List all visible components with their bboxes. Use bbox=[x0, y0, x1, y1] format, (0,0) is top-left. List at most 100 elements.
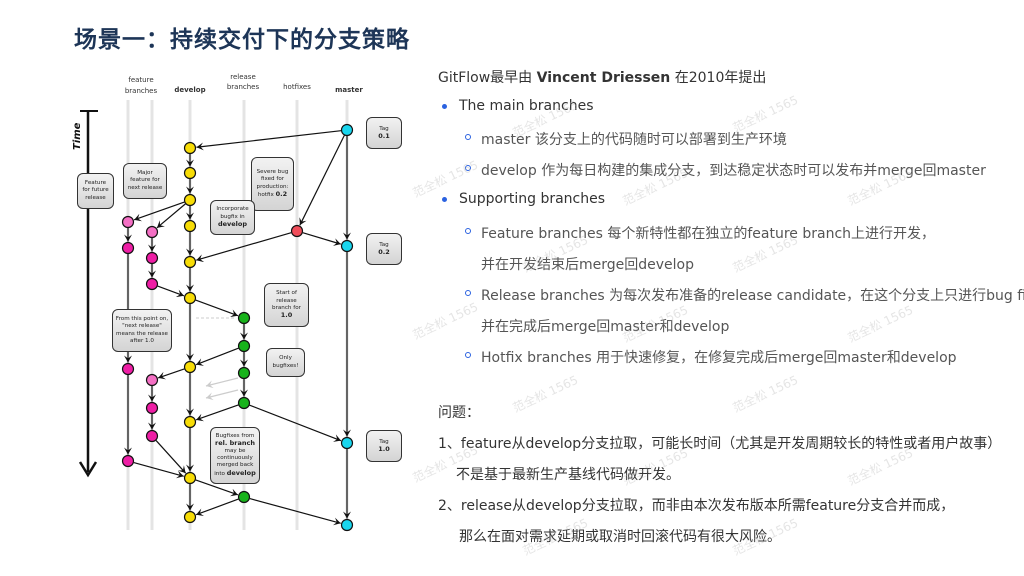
release-commit-node bbox=[237, 490, 251, 504]
feature-commit-node bbox=[121, 454, 135, 468]
problem-2: 2、release从develop分支拉取，而非由本次发布版本所需feature… bbox=[438, 498, 955, 514]
develop-commit-node bbox=[183, 166, 197, 180]
callout-text: Start of bbox=[276, 290, 297, 297]
merge-arrow bbox=[299, 135, 345, 226]
callout-text: may be bbox=[224, 447, 246, 454]
merge-arrow bbox=[249, 404, 342, 442]
faded-merge-arrow bbox=[205, 377, 239, 389]
merge-arrow bbox=[302, 232, 341, 246]
watermark: 范全松 1565 bbox=[730, 372, 801, 416]
intro-text: GitFlow最早由 Vincent Driessen 在2010年提出 bbox=[438, 67, 766, 87]
author-name: Vincent Driessen bbox=[536, 70, 671, 86]
callout-text: Only bbox=[279, 355, 292, 362]
merge-arrow bbox=[133, 201, 185, 222]
release-commit-node bbox=[237, 311, 251, 325]
develop-commit-node bbox=[183, 255, 197, 269]
merge-arrow bbox=[195, 498, 239, 517]
develop-commit-node bbox=[183, 360, 197, 374]
callout-text: Tag bbox=[379, 438, 389, 445]
develop-commit-node bbox=[183, 291, 197, 305]
callout-text: "next release" bbox=[122, 323, 162, 330]
callout-text: Tag bbox=[379, 125, 389, 132]
callout-text: bugfix in bbox=[220, 213, 245, 220]
merge-arrow bbox=[196, 130, 342, 151]
callout-text: means the release bbox=[116, 330, 168, 337]
master-desc: master 该分支上的代码随时可以部署到生产环境 bbox=[481, 132, 787, 148]
column-label-feature-1: feature bbox=[128, 76, 153, 84]
callout-text: feature for bbox=[130, 177, 160, 184]
watermark: 范全松 1565 bbox=[410, 299, 481, 343]
merge-arrow bbox=[195, 347, 239, 366]
callout-text: for future bbox=[82, 187, 109, 194]
callout-text: rel. branch bbox=[215, 439, 255, 448]
callout-text: Severe bug bbox=[256, 168, 289, 175]
time-label: Time bbox=[72, 122, 83, 150]
intro-prefix: GitFlow最早由 bbox=[438, 70, 537, 86]
column-label-hotfixes: hotfixes bbox=[283, 83, 311, 91]
callout-text: develop bbox=[217, 220, 248, 229]
release-desc: Release branches 为每次发布准备的release candida… bbox=[481, 288, 1024, 304]
problem-1-cont: 不是基于最新生产基线代码做开发。 bbox=[456, 467, 680, 483]
feature-commit-node bbox=[145, 225, 159, 239]
column-label-develop: develop bbox=[174, 86, 205, 94]
merge-arrow bbox=[249, 497, 341, 526]
callout-text: merged back bbox=[216, 462, 254, 469]
column-label-feature-2: branches bbox=[125, 87, 158, 95]
master-commit-node bbox=[340, 518, 354, 532]
sub-bullet-icon bbox=[465, 290, 471, 296]
merge-arrow bbox=[157, 368, 185, 380]
callout-text: 1.0 bbox=[378, 445, 390, 453]
feature-desc: Feature branches 每个新特性都在独立的feature branc… bbox=[481, 226, 936, 242]
callout-text: production: bbox=[256, 183, 289, 190]
callout-text: branch for bbox=[272, 305, 301, 311]
merge-arrow bbox=[195, 479, 239, 497]
merge-arrow bbox=[157, 285, 185, 298]
merge-arrow bbox=[196, 232, 292, 263]
callout-text: next release bbox=[127, 184, 163, 191]
page-title: 场景一：持续交付下的分支策略 bbox=[74, 27, 410, 53]
develop-commit-node bbox=[183, 141, 197, 155]
bullet-icon bbox=[442, 197, 447, 202]
feature-desc-cont: 并在开发结束后merge回develop bbox=[481, 257, 695, 273]
callout-text: Major bbox=[137, 169, 153, 176]
intro-suffix: 在2010年提出 bbox=[670, 70, 767, 86]
callout-text: develop bbox=[226, 468, 256, 477]
master-commit-node bbox=[340, 239, 354, 253]
callout-text: release bbox=[85, 194, 106, 201]
merge-arrow bbox=[133, 462, 184, 479]
callout-text: fixed for bbox=[260, 176, 285, 183]
problem-2-cont: 那么在面对需求延期或取消时回滚代码有很大风险。 bbox=[459, 529, 781, 545]
callout-text: 0.2 bbox=[378, 248, 390, 256]
sub-bullet-icon bbox=[465, 134, 471, 140]
hotfix-commit-node bbox=[290, 224, 304, 238]
feature-commit-node bbox=[145, 373, 159, 387]
callout-text: release bbox=[276, 297, 297, 304]
release-commit-node bbox=[237, 396, 251, 410]
hotfix-desc: Hotfix branches 用于快速修复，在修复完成后merge回maste… bbox=[481, 350, 957, 366]
callout-text: bugfixes! bbox=[272, 362, 299, 369]
problems-heading: 问题： bbox=[438, 405, 480, 421]
feature-commit-node bbox=[121, 215, 135, 229]
sub-bullet-icon bbox=[465, 352, 471, 358]
develop-commit-node bbox=[183, 219, 197, 233]
faded-merge-arrow bbox=[205, 389, 239, 401]
develop-desc: develop 作为每日构建的集成分支，到达稳定状态时可以发布并merge回ma… bbox=[481, 163, 986, 179]
main-branches-item: The main branches bbox=[459, 98, 594, 114]
callout-text: after 1.0 bbox=[130, 337, 154, 344]
feature-commit-node bbox=[145, 401, 159, 415]
column-label-release-1: release bbox=[230, 73, 256, 81]
sub-bullet-icon bbox=[465, 165, 471, 171]
merge-arrow bbox=[156, 203, 186, 229]
callout-text: 0.2 bbox=[275, 189, 288, 198]
master-commit-node bbox=[340, 436, 354, 450]
develop-commit-node bbox=[183, 471, 197, 485]
master-commit-node bbox=[340, 123, 354, 137]
column-label-master: master bbox=[335, 86, 363, 94]
